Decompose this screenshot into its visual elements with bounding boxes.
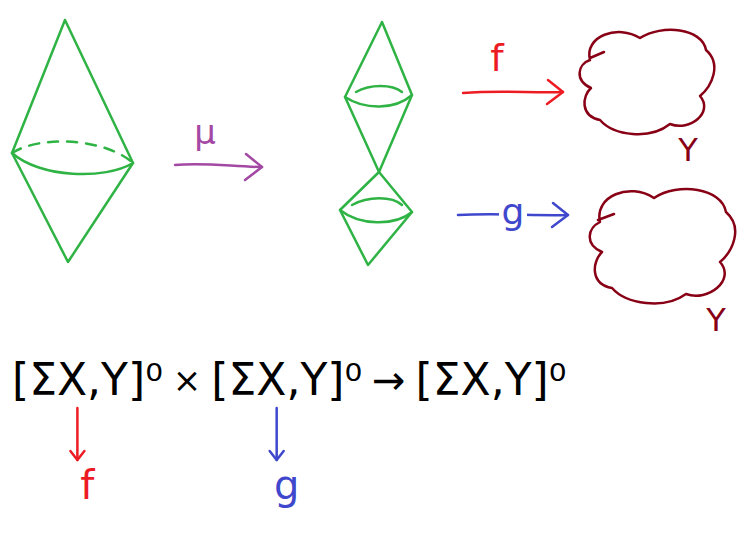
equator-back: [12, 142, 133, 163]
double-cone: [12, 20, 133, 262]
lower-equator: [340, 210, 412, 222]
map-symbol: μ: [194, 115, 216, 149]
space-name: Y: [678, 134, 698, 166]
homotopy-set: [ΣX,Y]⁰: [211, 358, 362, 402]
formula-arrows: [70, 408, 283, 460]
lower-equator-back: [352, 198, 402, 205]
lower-cone: [340, 172, 412, 265]
element-symbol: g: [274, 465, 299, 505]
space-blob: [580, 30, 715, 134]
equator-front: [12, 153, 133, 174]
suspension-figure: [12, 20, 133, 262]
pinch-arrow: [175, 154, 262, 180]
upper-equator-back: [356, 86, 402, 92]
element-arrow-head: [70, 451, 84, 460]
homotopy-set: [ΣX,Y]⁰: [12, 358, 163, 402]
product-sign: ×: [173, 363, 202, 397]
element-arrow-head: [270, 451, 284, 460]
map-symbol: g: [499, 194, 528, 230]
homotopy-set: [ΣX,Y]⁰: [416, 358, 567, 402]
space-blob: [590, 189, 735, 303]
map-arrow: [463, 80, 563, 104]
upper-cone: [345, 22, 412, 172]
arrow-shaft: [175, 164, 262, 167]
space-name: Y: [706, 304, 726, 336]
element-arrow: [275, 408, 278, 460]
element-arrow: [76, 408, 79, 460]
upper-equator: [345, 95, 412, 107]
map-arrow-sign: →: [372, 360, 406, 400]
arrow-head: [547, 80, 563, 104]
arrow-head: [552, 203, 568, 227]
map-symbol: f: [490, 39, 503, 77]
element-symbol: f: [80, 465, 94, 505]
arrow-head: [245, 154, 262, 180]
arrow-shaft: [463, 92, 563, 93]
wedge-figure: [340, 22, 412, 265]
